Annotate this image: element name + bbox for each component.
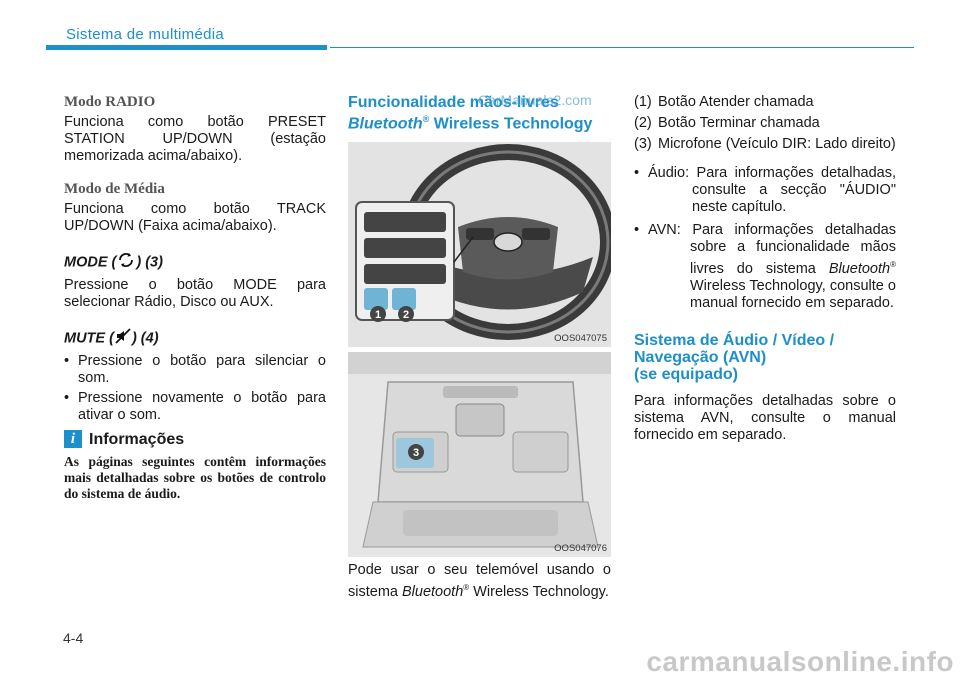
radio-heading: Modo RADIO <box>64 94 156 110</box>
section-title: Sistema de multimédia <box>66 26 225 43</box>
list-item: AVN: Para informações detalhadas sobre a… <box>634 222 896 312</box>
list-item: Pressione o botão para silenciar o som. <box>64 353 326 387</box>
info-text: As páginas seguintes contêm informações … <box>64 454 326 501</box>
figure-code: OOS047076 <box>554 543 607 554</box>
media-heading: Modo de Média <box>64 181 165 197</box>
handsfree-text: Pode usar o seu telemóvel usando o siste… <box>348 562 611 600</box>
figure-code: OOS047075 <box>554 333 607 344</box>
info-icon: i <box>64 430 82 448</box>
watermark: CarManuals2.com <box>478 92 592 108</box>
header-bar <box>46 45 327 50</box>
list-item: Áudio: Para informações detalhadas, cons… <box>634 165 896 216</box>
mute-heading: MUTE () (4) <box>64 327 326 350</box>
reference-bullets: Áudio: Para informações detalhadas, cons… <box>634 165 896 312</box>
steering-wheel-figure: 1 2 OOS047075 <box>348 142 611 347</box>
mute-bullets: Pressione o botão para silenciar o som. … <box>64 353 326 424</box>
footer-watermark: carmanualsonline.info <box>646 646 954 677</box>
header-rule <box>330 47 914 48</box>
page-number: 4-4 <box>63 630 84 646</box>
mode-text: Pressione o botão MODE para selecionar R… <box>64 277 326 310</box>
column-middle: Funcionalidade mãos-livres Bluetooth® Wi… <box>348 94 611 132</box>
handsfree-heading: Funcionalidade mãos-livres Bluetooth® Wi… <box>348 94 593 133</box>
overhead-console-figure: 3 OOS047076 <box>348 352 611 557</box>
overhead-console-illustration: 3 <box>348 352 611 557</box>
steering-wheel-illustration: 1 2 <box>348 142 611 347</box>
column-right: (1)Botão Atender chamada (2)Botão Termin… <box>634 94 896 444</box>
list-item: (3)Microfone (Veículo DIR: Lado direito) <box>634 136 896 152</box>
radio-text: Funciona como botão PRESET STATION UP/DO… <box>64 114 326 164</box>
callout-2: 2 <box>403 309 409 321</box>
info-header: i Informações <box>64 430 326 448</box>
media-text: Funciona como botão TRACK UP/DOWN (Faixa… <box>64 201 326 234</box>
mute-icon <box>114 327 132 350</box>
info-title: Informações <box>89 430 185 448</box>
callout-1: 1 <box>375 309 381 321</box>
list-item: Pressione novamente o botão para ativar … <box>64 390 326 424</box>
numbered-list: (1)Botão Atender chamada (2)Botão Termin… <box>634 94 896 153</box>
mode-heading: MODE () (3) <box>64 251 326 274</box>
list-item: (1)Botão Atender chamada <box>634 94 814 110</box>
callout-3: 3 <box>413 447 419 459</box>
list-item: (2)Botão Terminar chamada <box>634 115 820 131</box>
column-left: Modo RADIO Funciona como botão PRESET ST… <box>64 94 326 502</box>
avn-heading: Sistema de Áudio / Vídeo / Navegação (AV… <box>634 331 835 383</box>
mode-icon <box>116 251 136 274</box>
avn-text: Para informações detalhadas sobre o sist… <box>634 392 896 443</box>
